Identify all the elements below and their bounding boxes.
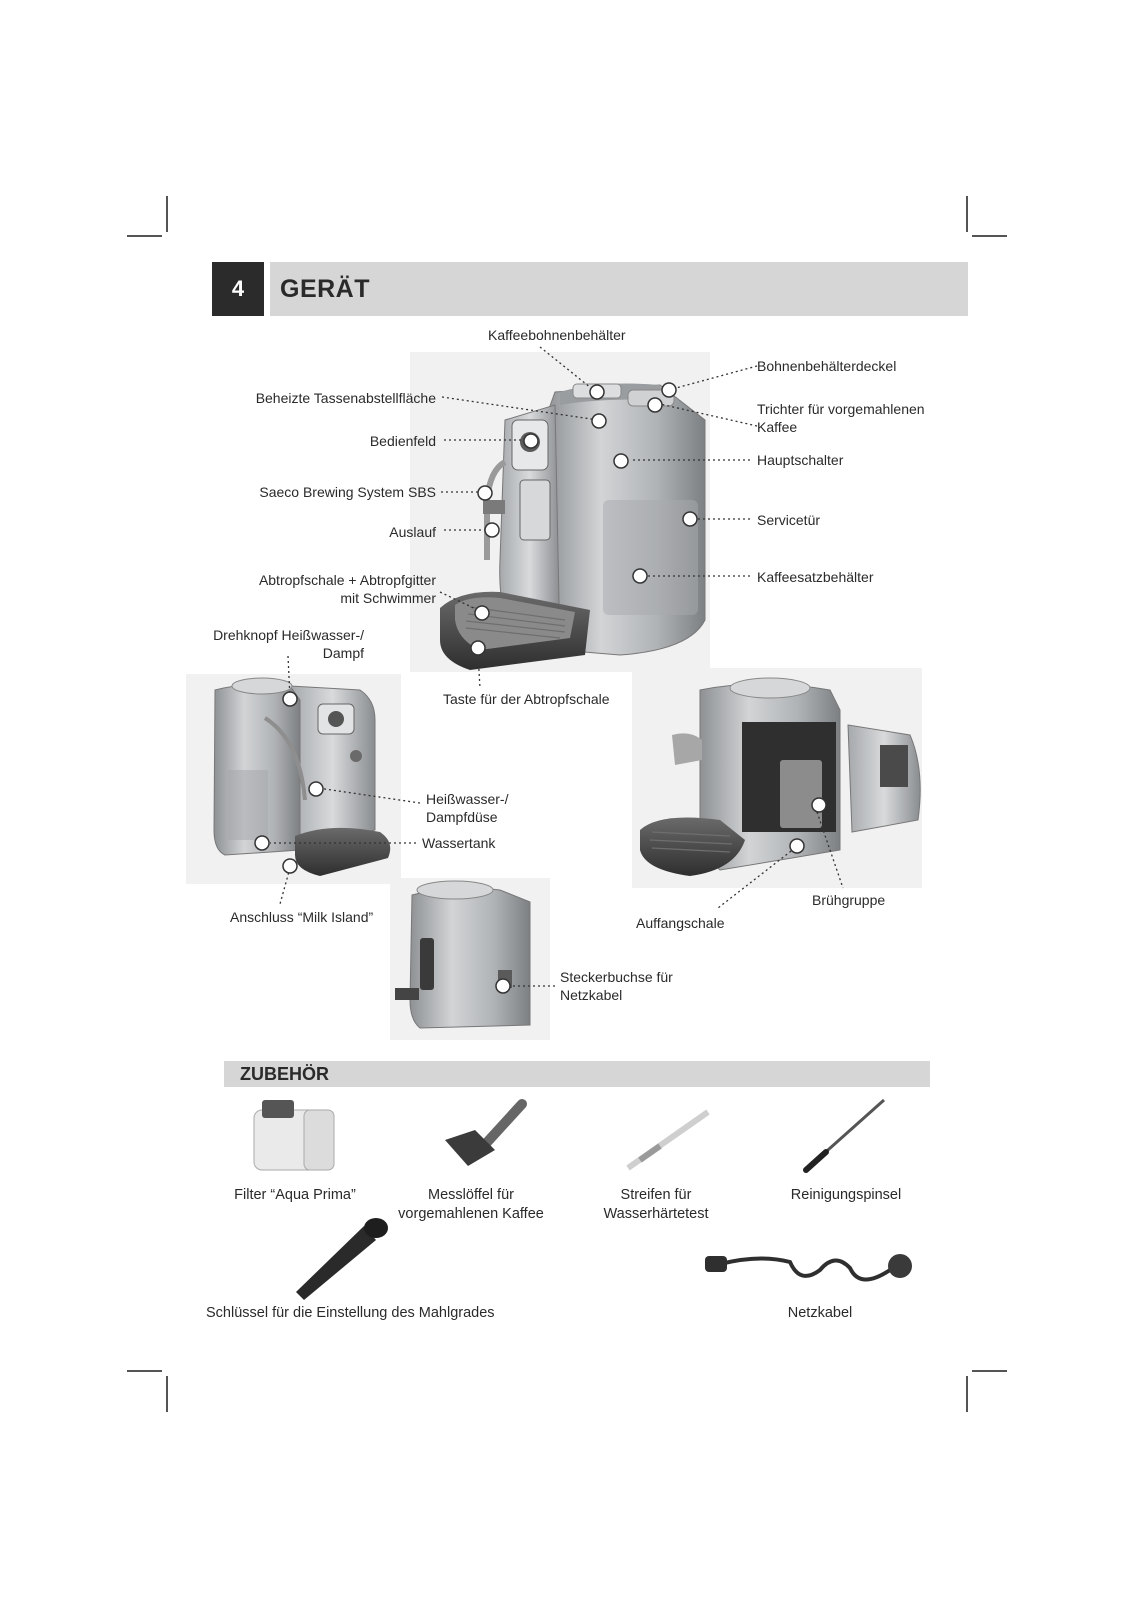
label-messloeffel: Messlöffel für vorgemahlenen Kaffee xyxy=(390,1186,552,1224)
label-auffangschale: Auffangschale xyxy=(636,915,725,931)
label-servicetuer: Servicetür xyxy=(757,512,821,528)
label-schluessel: Schlüssel für die Einstellung des Mahlgr… xyxy=(206,1305,495,1321)
leader-lines xyxy=(270,346,844,987)
crop-mark xyxy=(966,1376,968,1412)
label-drehknopf-line2: Dampf xyxy=(322,645,364,661)
label-abtropfschale: Abtropfschale + Abtropfgitter mit Schwim… xyxy=(226,571,436,607)
label-bruehgruppe: Brühgruppe xyxy=(812,892,886,908)
measuring-spoon-image xyxy=(445,1099,527,1166)
label-beheizte-tassenabstellflaeche: Beheizte Tassenabstellfläche xyxy=(255,390,436,406)
label-filter: Filter “Aqua Prima” xyxy=(234,1187,356,1203)
filter-image xyxy=(253,1100,335,1171)
label-taste-abtropfschale: Taste für der Abtropfschale xyxy=(443,691,610,707)
crop-mark xyxy=(166,196,168,232)
crop-mark xyxy=(127,1370,162,1372)
label-trichter-line2: Kaffee xyxy=(757,419,798,435)
power-cord-image xyxy=(705,1254,912,1282)
crop-mark xyxy=(127,235,162,237)
main-machine-image xyxy=(410,352,710,672)
label-hauptschalter: Hauptschalter xyxy=(757,452,844,468)
label-teststreifen: Streifen für Wasserhärtetest xyxy=(586,1186,726,1224)
adjustment-key-image xyxy=(296,1218,388,1300)
label-saeco-brewing-system: Saeco Brewing System SBS xyxy=(259,484,436,500)
side-machine-image xyxy=(186,674,401,884)
label-abtropfschale-line1: Abtropfschale + Abtropfgitter xyxy=(258,572,436,588)
crop-mark xyxy=(166,1376,168,1412)
section-title-bar: GERÄT xyxy=(270,262,968,316)
label-trichter: Trichter für vorgemahlenen Kaffee xyxy=(757,400,925,436)
label-trichter-line1: Trichter für vorgemahlenen xyxy=(757,401,925,417)
label-abtropfschale-line2: mit Schwimmer xyxy=(340,590,436,606)
label-heisswasser-duese: Heißwasser-/ Dampfdüse xyxy=(426,790,508,826)
label-wassertank: Wassertank xyxy=(422,835,496,851)
test-strip-image xyxy=(626,1109,710,1171)
label-auslauf: Auslauf xyxy=(389,524,436,540)
label-reinigungspinsel: Reinigungspinsel xyxy=(790,1187,902,1203)
label-steckerbuchse: Steckerbuchse für Netzkabel xyxy=(560,968,673,1004)
label-netzkabel: Netzkabel xyxy=(787,1305,853,1321)
label-heisswasser-line2: Dampfdüse xyxy=(426,809,498,825)
label-drehknopf: Drehknopf Heißwasser-/ Dampf xyxy=(190,626,364,662)
label-milk-island: Anschluss “Milk Island” xyxy=(230,909,374,925)
label-teststreifen-line2: Wasserhärtetest xyxy=(603,1206,709,1222)
accessories-title: ZUBEHÖR xyxy=(240,1063,329,1084)
label-steckerbuchse-line1: Steckerbuchse für xyxy=(560,969,673,985)
label-kaffeebohnenbehaelter: Kaffeebohnenbehälter xyxy=(488,327,626,343)
label-teststreifen-line1: Streifen für xyxy=(620,1187,692,1203)
accessories-title-bar: ZUBEHÖR xyxy=(224,1061,930,1087)
label-steckerbuchse-line2: Netzkabel xyxy=(560,987,623,1003)
open-door-machine-image xyxy=(632,668,922,888)
label-bedienfeld: Bedienfeld xyxy=(369,433,436,449)
label-drehknopf-line1: Drehknopf Heißwasser-/ xyxy=(213,627,364,643)
label-messloeffel-line1: Messlöffel für xyxy=(428,1187,514,1203)
label-bohnenbehaelterdeckel: Bohnenbehälterdeckel xyxy=(757,358,897,374)
crop-mark xyxy=(972,1370,1007,1372)
cleaning-brush-image xyxy=(803,1098,885,1173)
crop-mark xyxy=(972,235,1007,237)
back-machine-image xyxy=(390,878,550,1040)
section-title: GERÄT xyxy=(280,274,370,303)
label-kaffeesatzbehaelter: Kaffeesatzbehälter xyxy=(757,569,874,585)
label-heisswasser-line1: Heißwasser-/ xyxy=(426,791,509,807)
label-messloeffel-line2: vorgemahlenen Kaffee xyxy=(398,1206,544,1222)
callout-markers xyxy=(254,382,827,994)
crop-mark xyxy=(966,196,968,232)
section-number: 4 xyxy=(212,262,264,316)
